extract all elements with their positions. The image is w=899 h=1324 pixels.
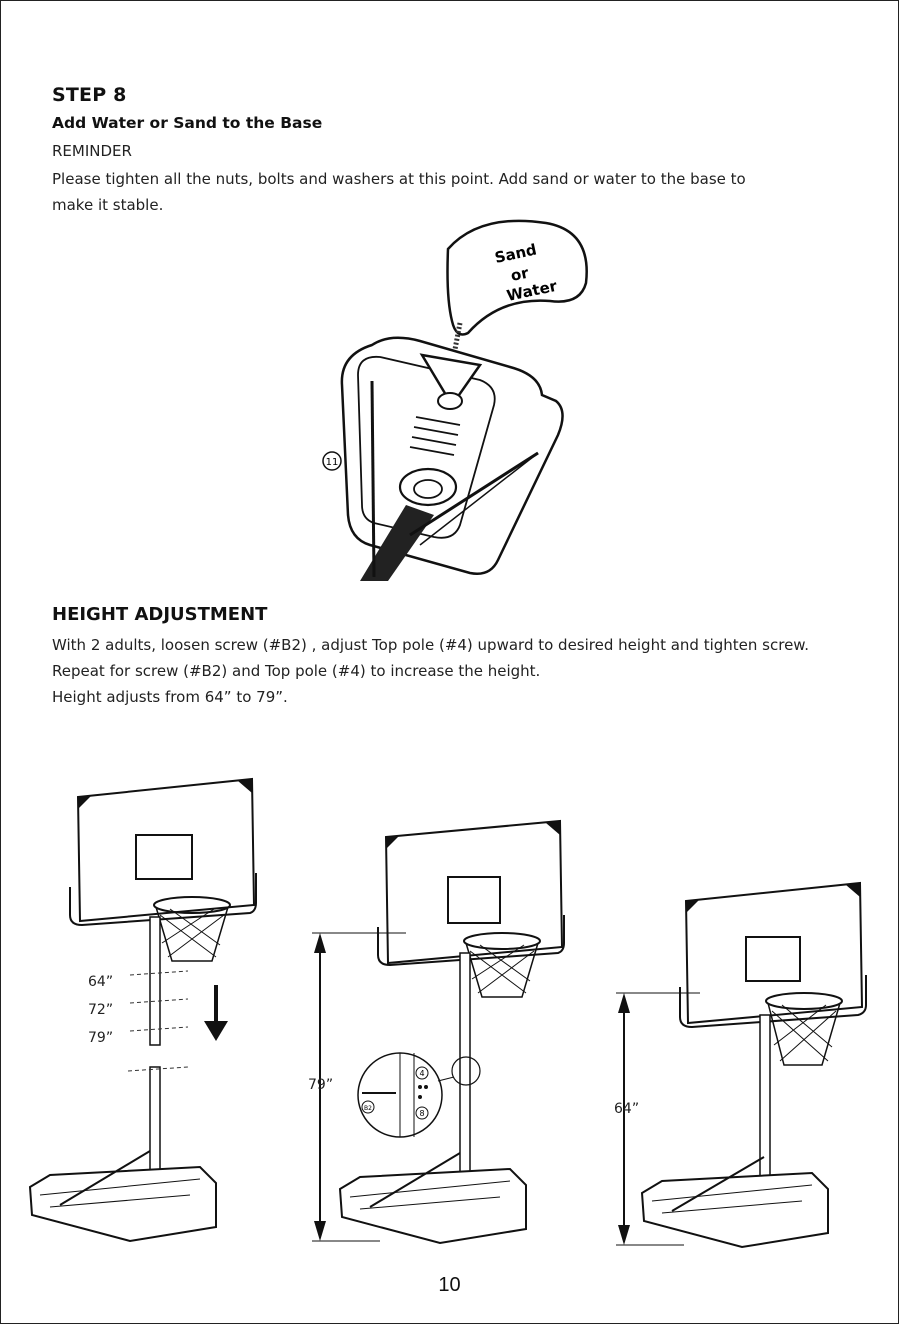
detail-callout-b2: B2 [364, 1105, 372, 1112]
height-instruction-line-3: Height adjusts from 64” to 79”. [52, 688, 288, 706]
part-callout-11: 11 [326, 457, 339, 468]
step-subtitle: Add Water or Sand to the Base [52, 114, 323, 132]
hoop-middle: 79” 4 8 B2 [308, 819, 565, 1245]
funnel-icon [419, 353, 483, 408]
mark-64: 64” [88, 974, 113, 990]
step-instructions-line-1: Please tighten all the nuts, bolts and w… [52, 170, 746, 188]
reminder-label: REMINDER [52, 142, 132, 160]
detail-callout-8: 8 [419, 1109, 424, 1118]
height-adjustment-title: HEIGHT ADJUSTMENT [52, 604, 268, 625]
hoop-right: 64” [614, 881, 867, 1249]
height-instruction-line-2: Repeat for screw (#B2) and Top pole (#4)… [52, 662, 541, 680]
height-instruction-line-1: With 2 adults, loosen screw (#B2) , adju… [52, 636, 809, 654]
detail-callout-4: 4 [419, 1069, 424, 1078]
pole [360, 505, 434, 581]
step-title: STEP 8 [52, 84, 127, 106]
step-instructions-line-2: make it stable. [52, 196, 164, 214]
mark-79: 79” [88, 1030, 113, 1046]
page-number: 10 [438, 1274, 461, 1296]
middle-height-label: 79” [308, 1077, 333, 1093]
hoop-height-diagrams: 64” 72” 79” 79” 4 8 [28, 777, 867, 1249]
base-body [340, 336, 564, 575]
sand-bag-icon [446, 219, 588, 336]
bag-label-2: or [509, 264, 531, 285]
base-fill-illustration: Sand or Water 11 [322, 219, 588, 581]
right-height-label: 64” [614, 1101, 639, 1117]
hoop-left: 64” 72” 79” [28, 777, 257, 1243]
mark-72: 72” [88, 1002, 113, 1018]
